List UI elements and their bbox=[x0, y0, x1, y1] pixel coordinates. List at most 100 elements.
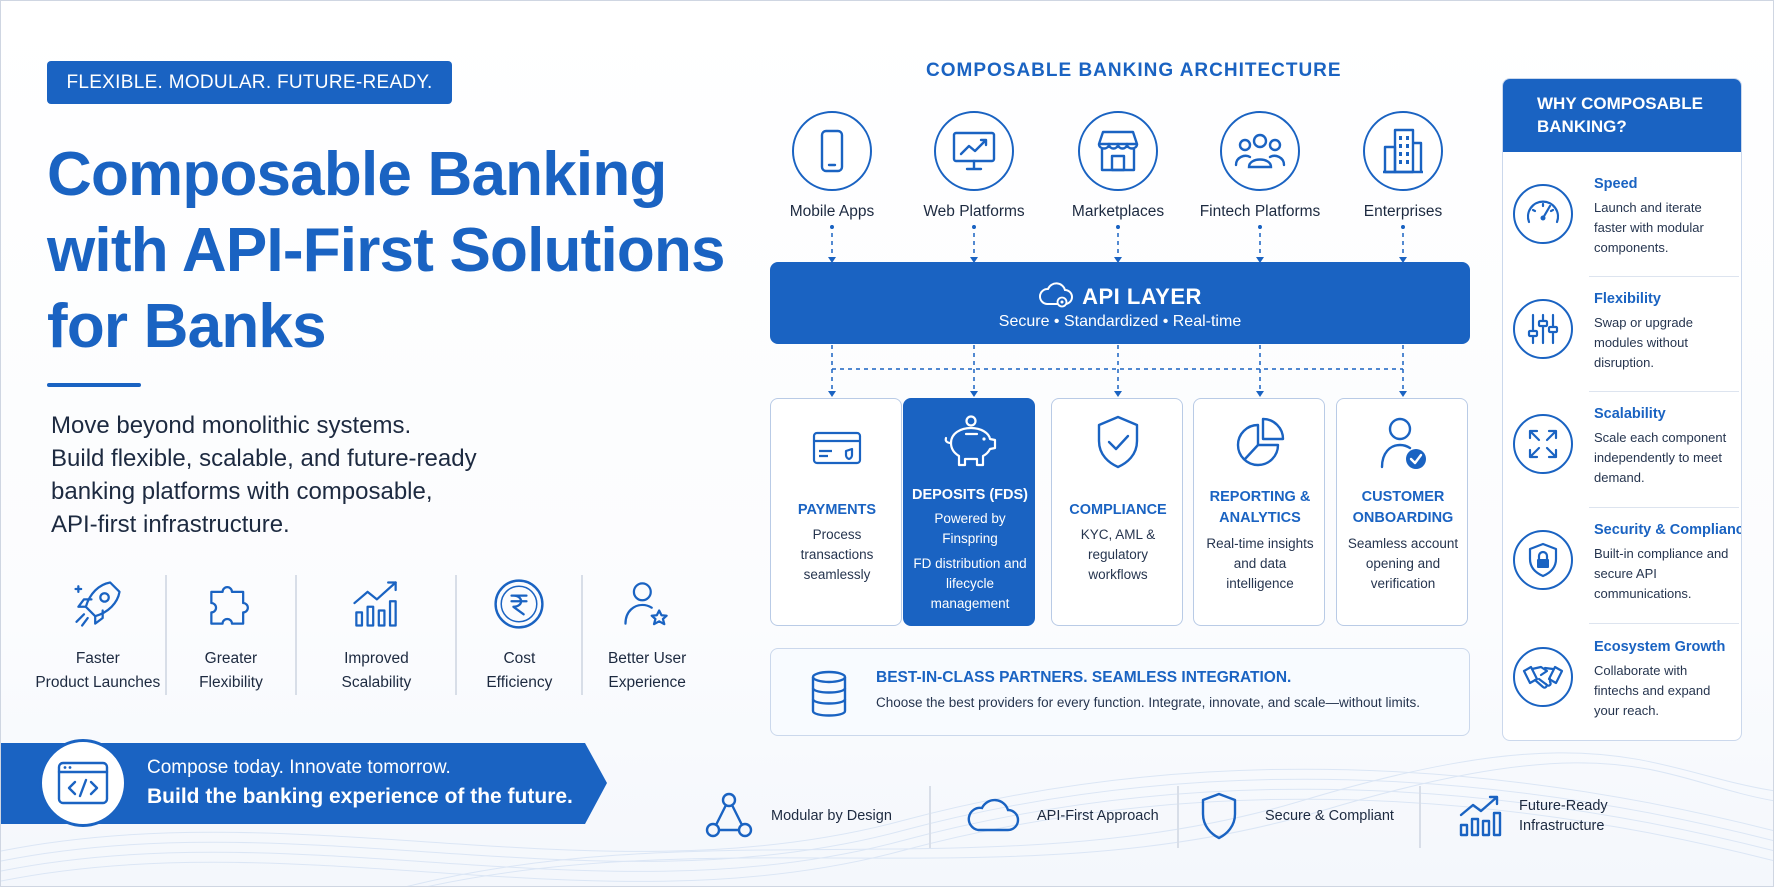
mobile-icon bbox=[820, 129, 844, 173]
module-reporting-analytics: REPORTING & ANALYTICS Real-time insights… bbox=[1193, 398, 1325, 626]
channel-mobile-apps: Mobile Apps bbox=[762, 111, 902, 221]
module-desc: Seamless account opening and verificatio… bbox=[1347, 536, 1459, 591]
partners-banner: BEST-IN-CLASS PARTNERS. SEAMLESS INTEGRA… bbox=[770, 648, 1470, 736]
why-divider bbox=[1589, 623, 1739, 624]
shield-check-icon bbox=[1097, 415, 1139, 469]
why-title-line-2: BANKING? bbox=[1537, 117, 1627, 136]
why-item-flexibility: Flexibility Swap or upgrade modules with… bbox=[1503, 289, 1741, 404]
why-item-title: Scalability bbox=[1594, 406, 1666, 422]
background-waves bbox=[1, 752, 1773, 886]
intro-line-1: Move beyond monolithic systems. bbox=[51, 412, 412, 439]
why-panel-title: WHY COMPOSABLE BANKING? bbox=[1503, 79, 1741, 152]
benefit-greater-flexibility: Greater Flexibility bbox=[167, 575, 298, 695]
api-layer: API LAYER Secure • Standardized • Real-t… bbox=[770, 262, 1470, 344]
intro-line-4: API-first infrastructure. bbox=[51, 511, 290, 538]
why-divider bbox=[1589, 507, 1739, 508]
sliders-icon bbox=[1527, 313, 1559, 345]
database-icon bbox=[811, 670, 847, 717]
pie-chart-icon bbox=[1236, 417, 1285, 467]
why-item-title: Security & Compliance bbox=[1594, 522, 1742, 538]
benefit-cost-efficiency: Cost Efficiency bbox=[457, 575, 584, 695]
intro-text: Move beyond monolithic systems. Build fl… bbox=[51, 409, 551, 541]
why-divider bbox=[1589, 276, 1739, 277]
why-composable-panel: WHY COMPOSABLE BANKING? Speed Launch and… bbox=[1502, 78, 1742, 741]
channel-icon-circle bbox=[1363, 111, 1443, 191]
nodes-icon bbox=[705, 792, 753, 838]
benefit-label: Better User Experience bbox=[607, 650, 687, 691]
title-line-2: with API-First Solutions bbox=[47, 216, 726, 285]
connector-lines bbox=[828, 225, 1407, 397]
module-desc: Real-time insights and data intelligence bbox=[1206, 536, 1314, 591]
benefit-label: Cost Efficiency bbox=[486, 650, 553, 691]
channel-label: Marketplaces bbox=[1071, 203, 1165, 220]
module-title: PAYMENTS bbox=[797, 502, 877, 518]
why-icon-circle bbox=[1513, 530, 1573, 590]
benefit-label: Faster Product Launches bbox=[35, 650, 161, 691]
user-star-icon bbox=[624, 582, 668, 626]
feature-modular-design: Modular by Design bbox=[701, 776, 892, 856]
why-icon-circle bbox=[1513, 414, 1573, 474]
why-item-speed: Speed Launch and iterate faster with mod… bbox=[1503, 174, 1741, 289]
channel-marketplaces: Marketplaces bbox=[1048, 111, 1188, 221]
why-item-desc: Collaborate with fintechs and expand you… bbox=[1594, 663, 1711, 718]
piggy-bank-icon bbox=[944, 415, 997, 467]
growth-chart-icon bbox=[353, 581, 398, 627]
feature-secure-compliant: Secure & Compliant bbox=[1197, 776, 1394, 856]
cloud-gear-icon bbox=[1039, 282, 1074, 308]
why-item-desc: Scale each component independently to me… bbox=[1594, 430, 1727, 485]
rocket-icon bbox=[74, 581, 121, 627]
api-layer-title-text: API LAYER bbox=[1082, 284, 1202, 309]
user-check-icon bbox=[1380, 417, 1426, 469]
module-desc: FD distribution and lifecycle management bbox=[913, 556, 1027, 611]
speedometer-icon bbox=[1526, 200, 1560, 224]
shield-lock-icon bbox=[1528, 542, 1558, 578]
cloud-icon bbox=[967, 798, 1020, 832]
module-title: CUSTOMER ONBOARDING bbox=[1352, 489, 1454, 526]
channel-label: Mobile Apps bbox=[789, 203, 875, 220]
page-title: Composable Banking with API-First Soluti… bbox=[47, 137, 747, 365]
module-deposits: DEPOSITS (FDS) Powered by Finspring FD d… bbox=[903, 398, 1035, 626]
cta-line-2: Build the banking experience of the futu… bbox=[147, 785, 573, 808]
why-item-title: Ecosystem Growth bbox=[1594, 639, 1726, 655]
benefit-improved-scalability: Improved Scalability bbox=[297, 575, 458, 695]
building-icon bbox=[1383, 128, 1423, 174]
feature-future-ready: Future-Ready Infrastructure bbox=[1457, 776, 1608, 856]
intro-line-2: Build flexible, scalable, and future-rea… bbox=[51, 445, 477, 472]
benefit-better-ux: Better User Experience bbox=[583, 575, 711, 695]
why-item-security-compliance: Security & Compliance Built-in complianc… bbox=[1503, 520, 1741, 635]
channel-icon-circle bbox=[1078, 111, 1158, 191]
expand-arrows-icon bbox=[1528, 429, 1558, 459]
feature-divider bbox=[929, 786, 931, 848]
benefit-label: Greater Flexibility bbox=[199, 650, 263, 691]
channel-icon-circle bbox=[1220, 111, 1300, 191]
channel-label: Fintech Platforms bbox=[1199, 203, 1321, 220]
module-title: COMPLIANCE bbox=[1069, 502, 1167, 518]
cta-line-1: Compose today. Innovate tomorrow. bbox=[147, 757, 451, 778]
feature-label-line-1: Future-Ready bbox=[1519, 798, 1608, 814]
title-underline bbox=[47, 383, 141, 387]
why-divider bbox=[1589, 391, 1739, 392]
api-layer-title: API LAYER bbox=[770, 280, 1470, 310]
feature-label: API-First Approach bbox=[1037, 808, 1159, 824]
cta-icon-badge bbox=[39, 739, 127, 827]
channel-fintech-platforms: Fintech Platforms bbox=[1190, 111, 1330, 221]
benefit-faster-launches: Faster Product Launches bbox=[31, 575, 167, 695]
feature-label: Future-Ready Infrastructure bbox=[1519, 796, 1608, 836]
channel-web-platforms: Web Platforms bbox=[904, 111, 1044, 221]
intro-line-3: banking platforms with composable, bbox=[51, 478, 433, 505]
partners-desc: Choose the best providers for every func… bbox=[876, 695, 1421, 710]
why-item-title: Speed bbox=[1594, 176, 1638, 192]
why-icon-circle bbox=[1513, 647, 1573, 707]
bar-growth-icon bbox=[1459, 795, 1502, 837]
module-powered-by: Powered by Finspring bbox=[934, 511, 1006, 546]
why-item-scalability: Scalability Scale each component indepen… bbox=[1503, 404, 1741, 519]
tagline-badge: FLEXIBLE. MODULAR. FUTURE-READY. bbox=[47, 61, 452, 104]
module-desc: Process transactions seamlessly bbox=[800, 527, 874, 582]
rupee-icon bbox=[494, 579, 544, 629]
feature-divider bbox=[1419, 786, 1421, 848]
feature-label: Secure & Compliant bbox=[1265, 808, 1394, 824]
card-icon bbox=[812, 431, 862, 465]
feature-api-first: API-First Approach bbox=[965, 776, 1159, 856]
handshake-icon bbox=[1522, 665, 1564, 689]
